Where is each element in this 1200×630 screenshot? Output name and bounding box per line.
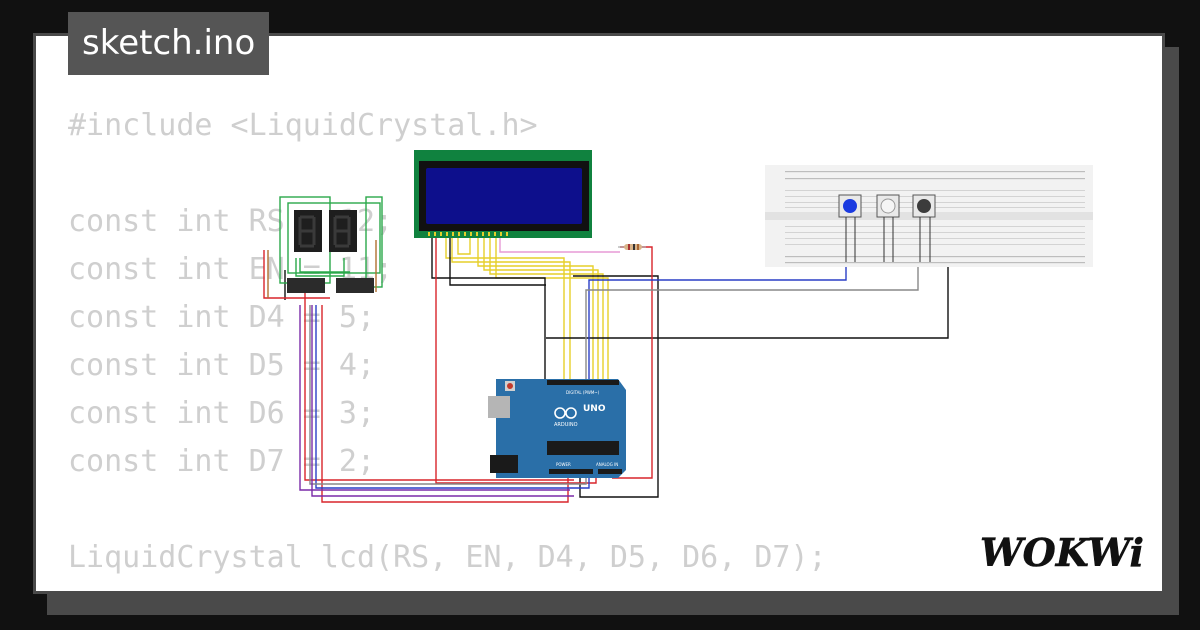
analog-label: ANALOG IN xyxy=(596,462,618,467)
push-button-white[interactable] xyxy=(876,194,900,262)
code-line-10: LiquidCrystal lcd(RS, EN, D4, D5, D6, D7… xyxy=(68,540,827,575)
resistor-wire xyxy=(499,236,620,253)
analog-header[interactable] xyxy=(598,469,622,474)
push-button-blue[interactable] xyxy=(838,194,862,262)
filename-tab[interactable]: sketch.ino xyxy=(68,12,270,75)
board-brand: ARDUINO xyxy=(554,422,578,428)
digital-label: DIGITAL (PWM~) xyxy=(566,390,600,395)
code-line-8: const int D7 = 2; xyxy=(68,444,376,479)
segment-wires-brown xyxy=(267,240,377,298)
ground-wires xyxy=(284,236,949,498)
digital-header[interactable] xyxy=(547,380,619,385)
wokwi-logo-text: WOKWi xyxy=(980,530,1144,575)
power-wires xyxy=(263,236,653,503)
code-line-5: const int D4 = 5; xyxy=(68,300,376,335)
arduino-infinity-logo xyxy=(554,407,577,419)
power-header[interactable] xyxy=(549,469,593,474)
push-button-gray[interactable] xyxy=(912,194,936,262)
resistor[interactable] xyxy=(618,244,646,250)
board-model: UNO xyxy=(583,404,606,414)
lcd-data-wires xyxy=(445,236,609,382)
seven-segment-left[interactable] xyxy=(294,210,322,252)
code-background: #include <LiquidCrystal.h>const int RS =… xyxy=(68,102,827,582)
lcd-display[interactable] xyxy=(414,150,592,238)
usb-port-icon xyxy=(488,396,510,418)
arduino-uno[interactable]: UNO ARDUINO DIGITAL (PWM~) POWER ANALOG … xyxy=(488,379,626,478)
code-line-1: #include <LiquidCrystal.h> xyxy=(68,108,538,143)
seven-segment-right[interactable] xyxy=(329,210,357,252)
power-jack-icon xyxy=(490,455,518,473)
shift-register-left[interactable] xyxy=(287,278,325,293)
atmega-chip xyxy=(547,441,619,455)
segment-wires-purple xyxy=(299,305,574,497)
wokwi-logo[interactable]: WOKWi xyxy=(978,526,1148,576)
shift-register-right[interactable] xyxy=(336,278,374,293)
preview-card xyxy=(33,33,1165,594)
power-label: POWER xyxy=(556,462,571,467)
